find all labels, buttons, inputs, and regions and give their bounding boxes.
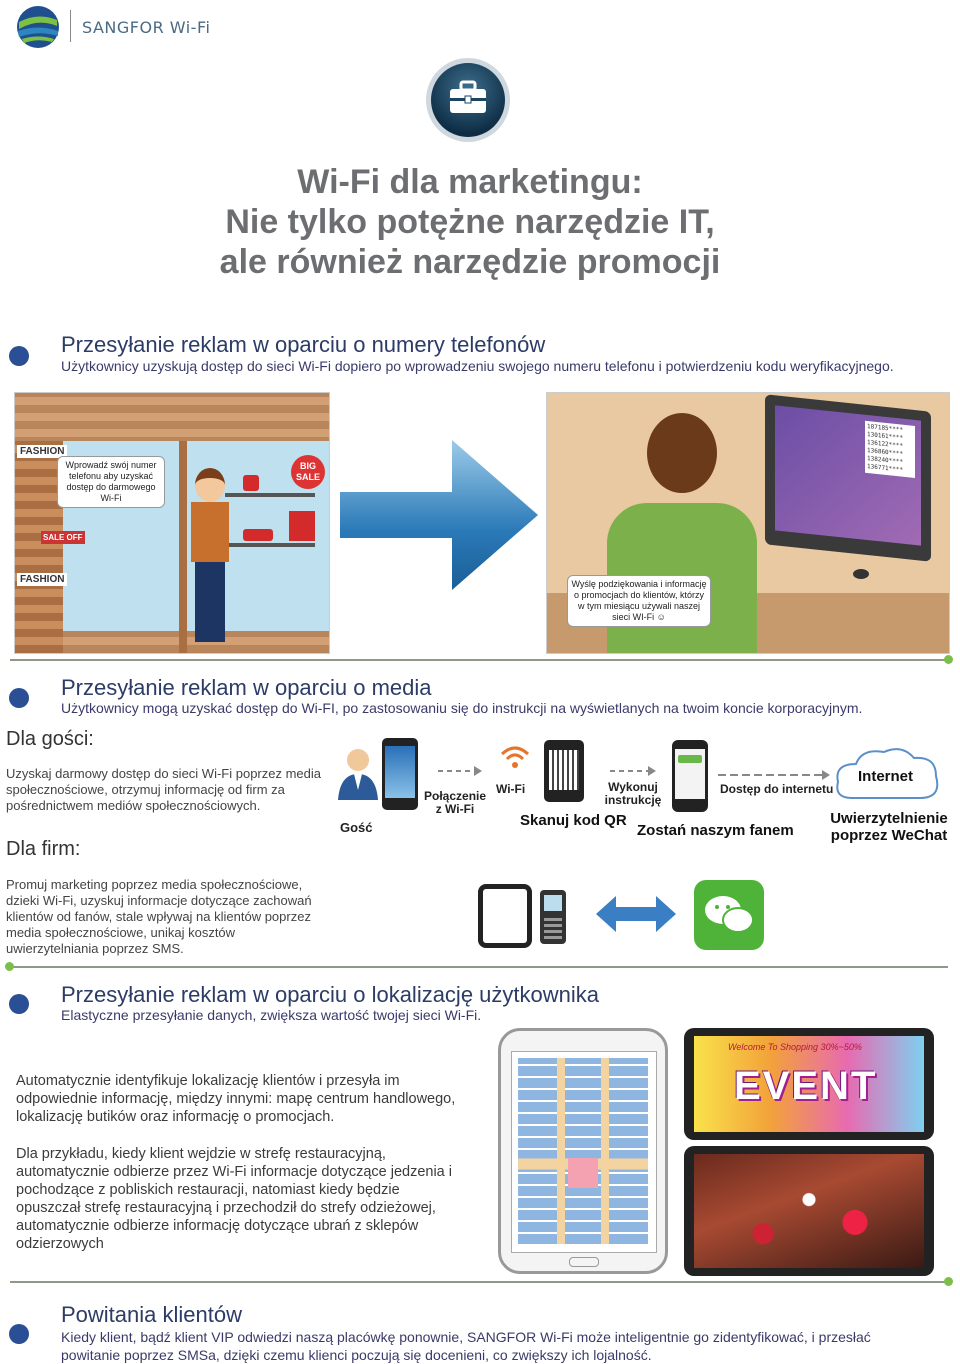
tablet-icon	[478, 884, 532, 948]
mall-map	[518, 1058, 648, 1244]
logo	[14, 4, 62, 50]
divider	[10, 966, 948, 968]
shopping-photo	[694, 1154, 924, 1268]
arrow-right-icon	[340, 440, 540, 590]
flow-access: Dostęp do internetu	[720, 782, 834, 796]
business-heading: Dla firm:	[6, 838, 81, 860]
shop-illustration: FASHION FASHION BIG SALE SALE OFF Wprowa…	[14, 392, 330, 654]
section3-paragraph-2: Dla przykładu, kiedy klient wejdzie w st…	[16, 1146, 452, 1252]
section-bullet-icon	[9, 1324, 29, 1344]
smartphone-icon	[382, 738, 418, 810]
monitor: 187185**** 130161**** 136122**** 136860*…	[765, 394, 931, 562]
section-bullet-icon	[9, 688, 29, 708]
flow-wifi: Wi-Fi	[496, 782, 526, 796]
flow-connect: Połączenie z Wi-Fi	[424, 789, 487, 816]
shop-speech-bubble: Wprowadź swój numer telefonu aby uzyskać…	[57, 456, 165, 508]
feature-phone-icon	[540, 890, 566, 944]
divider	[10, 1281, 948, 1283]
guest-avatar-icon	[336, 746, 380, 802]
flow-follow: Wykonuj instrukcję	[604, 780, 662, 807]
divider-dot-icon	[944, 1277, 953, 1286]
business-text: Promuj marketing poprzez media społeczno…	[6, 877, 312, 956]
big-sale-sign: BIG SALE	[291, 455, 325, 489]
divider-dot-icon	[944, 655, 953, 664]
guests-heading: Dla gości:	[6, 728, 94, 750]
headline-line-1: Wi-Fi dla marketingu:	[297, 163, 643, 201]
qr-phone-icon	[544, 740, 584, 802]
event-banner-text: EVENT	[734, 1064, 878, 1108]
dashed-arrow-icon	[610, 764, 656, 776]
flow-fan: Zostań naszym fanem	[637, 822, 794, 839]
office-speech-bubble: Wyślę podziękowania i informację o promo…	[567, 575, 711, 627]
flow-guest: Gość	[340, 820, 373, 835]
briefcase-icon	[426, 58, 510, 142]
section4-desc: Kiedy klient, bądź klient VIP odwiedzi n…	[61, 1329, 871, 1363]
right-door	[179, 441, 187, 653]
wifi-icon	[500, 744, 530, 772]
section4-title: Powitania klientów	[61, 1302, 242, 1327]
globe-logo-icon	[17, 6, 59, 48]
office-illustration: 187185**** 130161**** 136122**** 136860*…	[546, 392, 950, 654]
section3-desc: Elastyczne przesyłanie danych, zwiększa …	[61, 1007, 482, 1023]
dashed-arrow-icon	[718, 768, 830, 780]
section-bullet-icon	[9, 346, 29, 366]
dashed-arrow-icon	[438, 764, 482, 776]
shopping-tablet	[684, 1146, 934, 1276]
briefcase-badge	[424, 56, 512, 144]
shelf	[225, 543, 315, 547]
sale-off-sign: SALE OFF	[41, 531, 85, 544]
phone-with-map	[498, 1028, 668, 1274]
section2-desc: Użytkownicy mogą uzyskać dostęp do Wi-FI…	[61, 700, 863, 716]
section-bullet-icon	[9, 994, 29, 1014]
logo-divider	[70, 10, 71, 42]
flow-auth: Uwierzytelnienie poprzez WeChat	[830, 810, 948, 844]
shelf	[225, 493, 315, 497]
red-bag	[243, 475, 259, 491]
section3-paragraph-1: Automatycznie identyfikuje lokalizację k…	[16, 1073, 456, 1125]
divider-dot-icon	[5, 962, 14, 971]
divider	[10, 659, 948, 661]
left-door	[15, 441, 63, 653]
brand-name: SANGFOR Wi-Fi	[82, 18, 211, 37]
screen-list: 187185**** 130161**** 136122**** 136860*…	[865, 420, 915, 479]
customer-figure	[183, 468, 237, 648]
section1-title: Przesyłanie reklam w oparciu o numery te…	[61, 332, 546, 357]
wechat-icon	[694, 880, 764, 950]
headline-line-3: ale również narzędzie promocji	[219, 243, 721, 281]
fashion-sign-2: FASHION	[17, 573, 68, 586]
iphone-icon	[672, 740, 708, 812]
red-shoes	[243, 529, 273, 541]
section2-title: Przesyłanie reklam w oparciu o media	[61, 675, 432, 700]
mouse	[853, 569, 869, 579]
headline-line-2: Nie tylko potężne narzędzie IT,	[225, 203, 715, 241]
fashion-sign: FASHION	[17, 445, 68, 458]
double-arrow-icon	[596, 894, 676, 934]
red-shirt	[289, 511, 315, 541]
section1-desc: Użytkownicy uzyskują dostęp do sieci Wi-…	[61, 358, 894, 374]
event-tablet: Welcome To Shopping 30%~50% EVENT	[684, 1028, 934, 1140]
flow-internet: Internet	[858, 768, 914, 785]
section3-title: Przesyłanie reklam w oparciu o lokalizac…	[61, 982, 600, 1007]
cloud-icon	[832, 744, 942, 806]
event-banner-top: Welcome To Shopping 30%~50%	[728, 1042, 862, 1052]
guests-text: Uzyskaj darmowy dostęp do sieci Wi-Fi po…	[6, 766, 321, 813]
flow-scan: Skanuj kod QR	[520, 812, 627, 829]
